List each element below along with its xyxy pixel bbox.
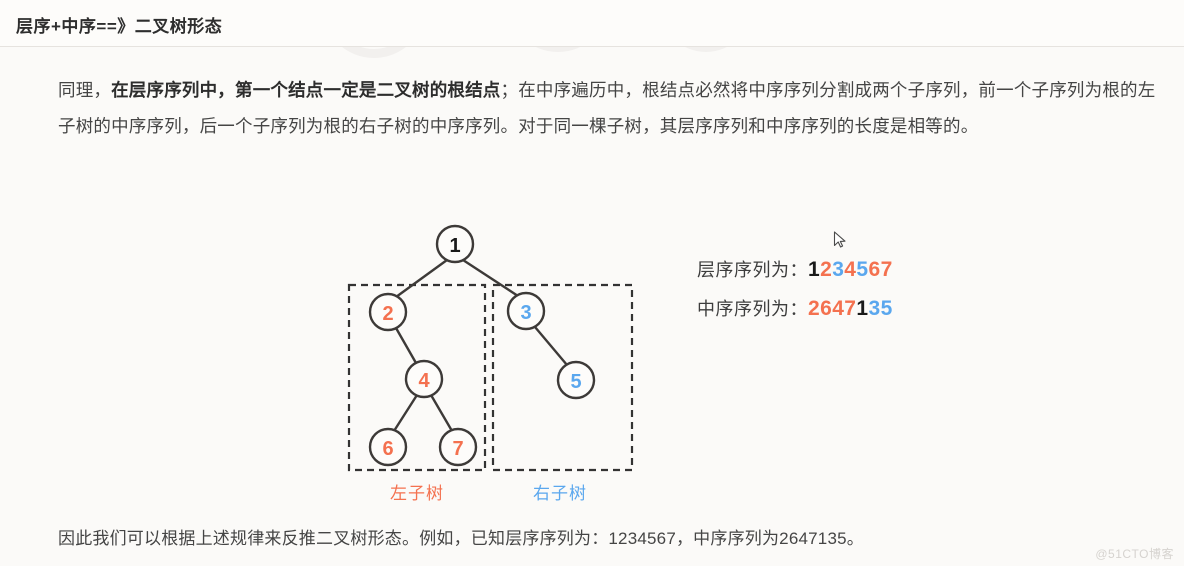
svg-text:5: 5 (570, 371, 581, 393)
intro-paragraph: 同理，在层序序列中，第一个结点一定是二叉树的根结点；在中序遍历中，根结点必然将中… (58, 72, 1168, 144)
in-order-digits: 2647135 (808, 297, 893, 320)
tree-node-2: 2 (368, 292, 408, 332)
digit: 7 (880, 258, 893, 281)
svg-text:4: 4 (418, 370, 430, 392)
tree-edge-3-5 (533, 325, 569, 367)
conclusion-paragraph: 因此我们可以根据上述规律来反推二叉树形态。例如，已知层序序列为：1234567，… (58, 529, 864, 548)
intro-text-part2: ；在中序遍历中，根结点必然将中序序列分割成两个子序列，前一个子序列为根的左子树的… (58, 80, 1156, 136)
right-subtree-box (491, 283, 634, 472)
intro-text-part1: 同理， (58, 80, 112, 100)
tree-edge-4-7 (429, 393, 454, 433)
tree-edge-1-2 (394, 258, 449, 299)
watermark: @51CTO博客 (1095, 547, 1174, 561)
digit: 3 (868, 297, 881, 320)
mouse-cursor-icon (833, 231, 846, 248)
tree-node-7: 7 (438, 427, 478, 467)
digit: 5 (856, 258, 869, 281)
tree-node-1: 1 (435, 224, 475, 264)
tree-edge-4-6 (392, 393, 419, 433)
svg-text:6: 6 (382, 438, 393, 460)
tree-edge-1-3 (461, 258, 520, 298)
left-subtree-caption: 左子树 (390, 484, 444, 503)
level-order-digits: 1234567 (808, 258, 893, 281)
intro-text-bold: 在层序序列中，第一个结点一定是二叉树的根结点 (111, 80, 501, 100)
tree-node-6: 6 (368, 427, 408, 467)
title-bar: 层序+中序==》二叉树形态 (0, 0, 1184, 47)
digit: 2 (808, 297, 821, 320)
in-order-label: 中序序列为： (697, 299, 808, 319)
level-order-row: 层序序列为：1234567 (697, 250, 893, 289)
digit: 1 (808, 258, 821, 281)
in-order-row: 中序序列为：2647135 (697, 289, 893, 328)
tree-node-3: 3 (506, 291, 546, 331)
digit: 5 (880, 297, 893, 320)
digit: 7 (844, 297, 857, 320)
svg-text:7: 7 (452, 438, 463, 460)
svg-text:3: 3 (520, 302, 531, 324)
page-title: 层序+中序==》二叉树形态 (16, 17, 223, 36)
svg-text:1: 1 (449, 235, 460, 257)
digit: 1 (856, 297, 869, 320)
tree-node-5: 5 (556, 360, 596, 400)
tree-edge-2-4 (394, 326, 418, 365)
digit: 4 (832, 297, 845, 320)
digit: 4 (844, 258, 857, 281)
right-subtree-caption: 右子树 (533, 484, 587, 503)
svg-text:2: 2 (382, 303, 393, 325)
digit: 3 (832, 258, 845, 281)
digit: 6 (820, 297, 833, 320)
sequence-annotations: 层序序列为：1234567 中序序列为：2647135 (697, 250, 893, 328)
digit: 2 (820, 258, 833, 281)
level-order-label: 层序序列为： (697, 260, 808, 280)
left-subtree-box (347, 283, 487, 472)
tree-node-4: 4 (404, 359, 444, 399)
digit: 6 (868, 258, 881, 281)
